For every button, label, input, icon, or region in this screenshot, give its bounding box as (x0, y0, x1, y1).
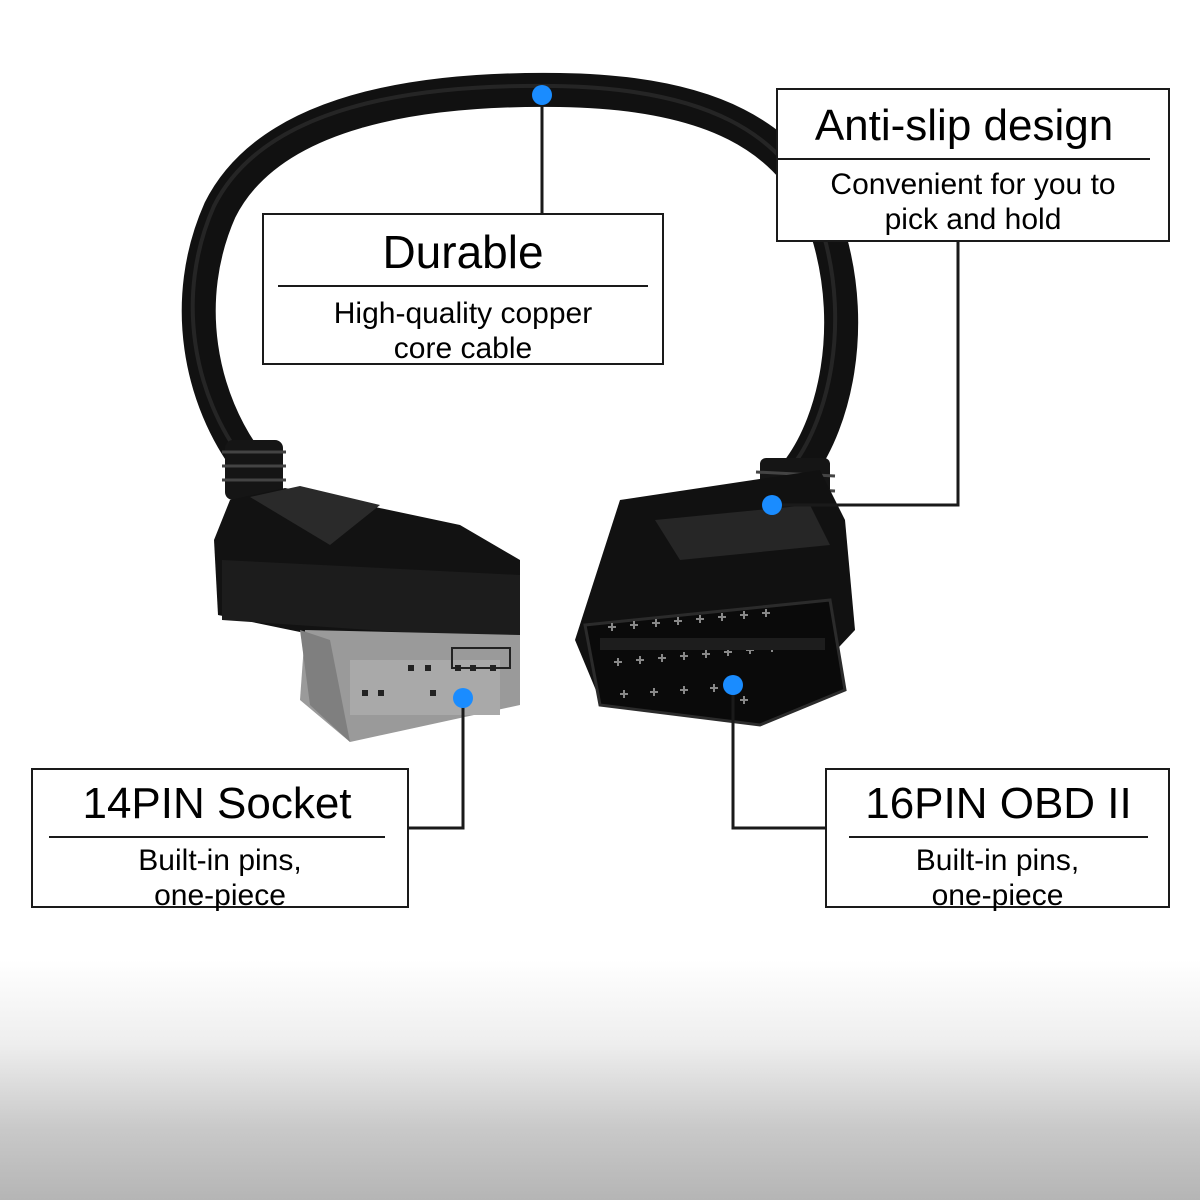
cable (181, 72, 859, 485)
connector-14pin (214, 486, 520, 742)
callout-14pin-line1: Built-in pins, (138, 844, 302, 877)
callout-14pin-line2: one-piece (154, 878, 286, 912)
callout-durable: Durable High-quality copper core cable (262, 213, 664, 365)
callout-durable-line1: High-quality copper (333, 297, 593, 330)
callout-16pin-line2: one-piece (931, 878, 1064, 912)
connector-16pin (575, 470, 855, 727)
callout-antislip-line2: pick and hold (884, 202, 1062, 236)
callout-durable-title: Durable (278, 215, 648, 287)
callout-16pin-line1: Built-in pins, (915, 844, 1080, 877)
marker-16pin (723, 675, 743, 695)
callout-durable-line2: core cable (393, 331, 533, 365)
callout-antislip: Anti-slip design Convenient for you to p… (776, 88, 1170, 242)
callout-16pin-title: 16PIN OBD II (849, 770, 1148, 838)
leader-lines (409, 95, 960, 830)
callout-14pin-title: 14PIN Socket (49, 770, 385, 838)
marker-14pin (453, 688, 473, 708)
callout-14pin: 14PIN Socket Built-in pins, one-piece (31, 768, 409, 912)
left-strain-relief (222, 440, 286, 500)
marker-dots (453, 85, 782, 708)
marker-antislip (762, 495, 782, 515)
marker-durable (532, 85, 552, 105)
bottom-gradient (0, 960, 1200, 1200)
callout-antislip-line1: Convenient for you to (830, 168, 1116, 201)
callout-16pin: 16PIN OBD II Built-in pins, one-piece (825, 768, 1170, 912)
callout-antislip-title: Anti-slip design (778, 90, 1150, 160)
